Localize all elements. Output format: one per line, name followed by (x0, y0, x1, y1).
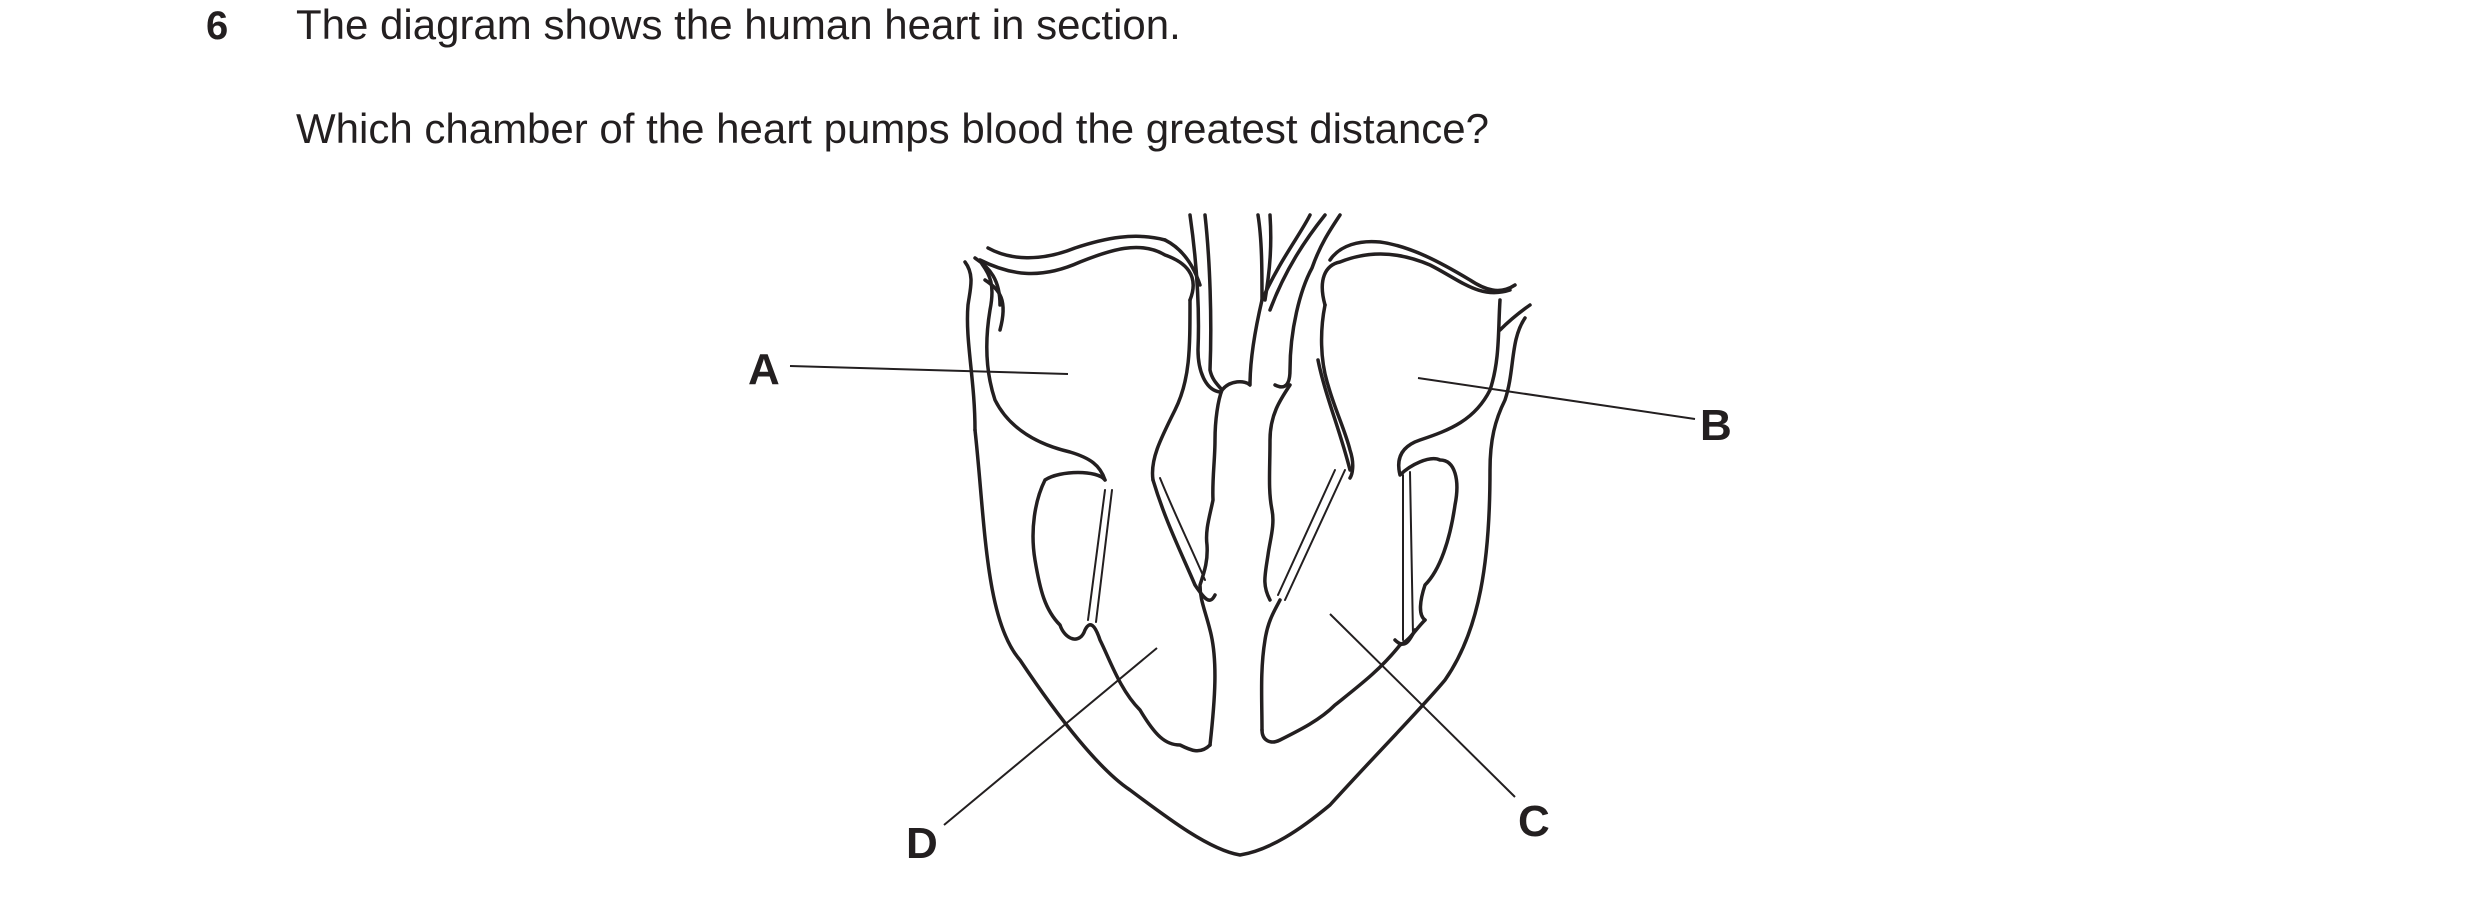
label-a: A (748, 345, 780, 394)
label-d-leader-line (943, 647, 1158, 826)
label-b: B (1700, 401, 1732, 450)
label-d: D (906, 819, 938, 868)
heart-outer-wall (973, 316, 1527, 857)
label-c-leader-line (1329, 613, 1516, 798)
label-a-leader-line (789, 365, 1069, 375)
question-number: 6 (206, 4, 229, 48)
label-b-leader-line (1417, 377, 1696, 420)
label-c: C (1518, 797, 1550, 846)
question-stem: The diagram shows the human heart in sec… (296, 1, 1181, 48)
question-prompt: Which chamber of the heart pumps blood t… (296, 105, 1490, 152)
